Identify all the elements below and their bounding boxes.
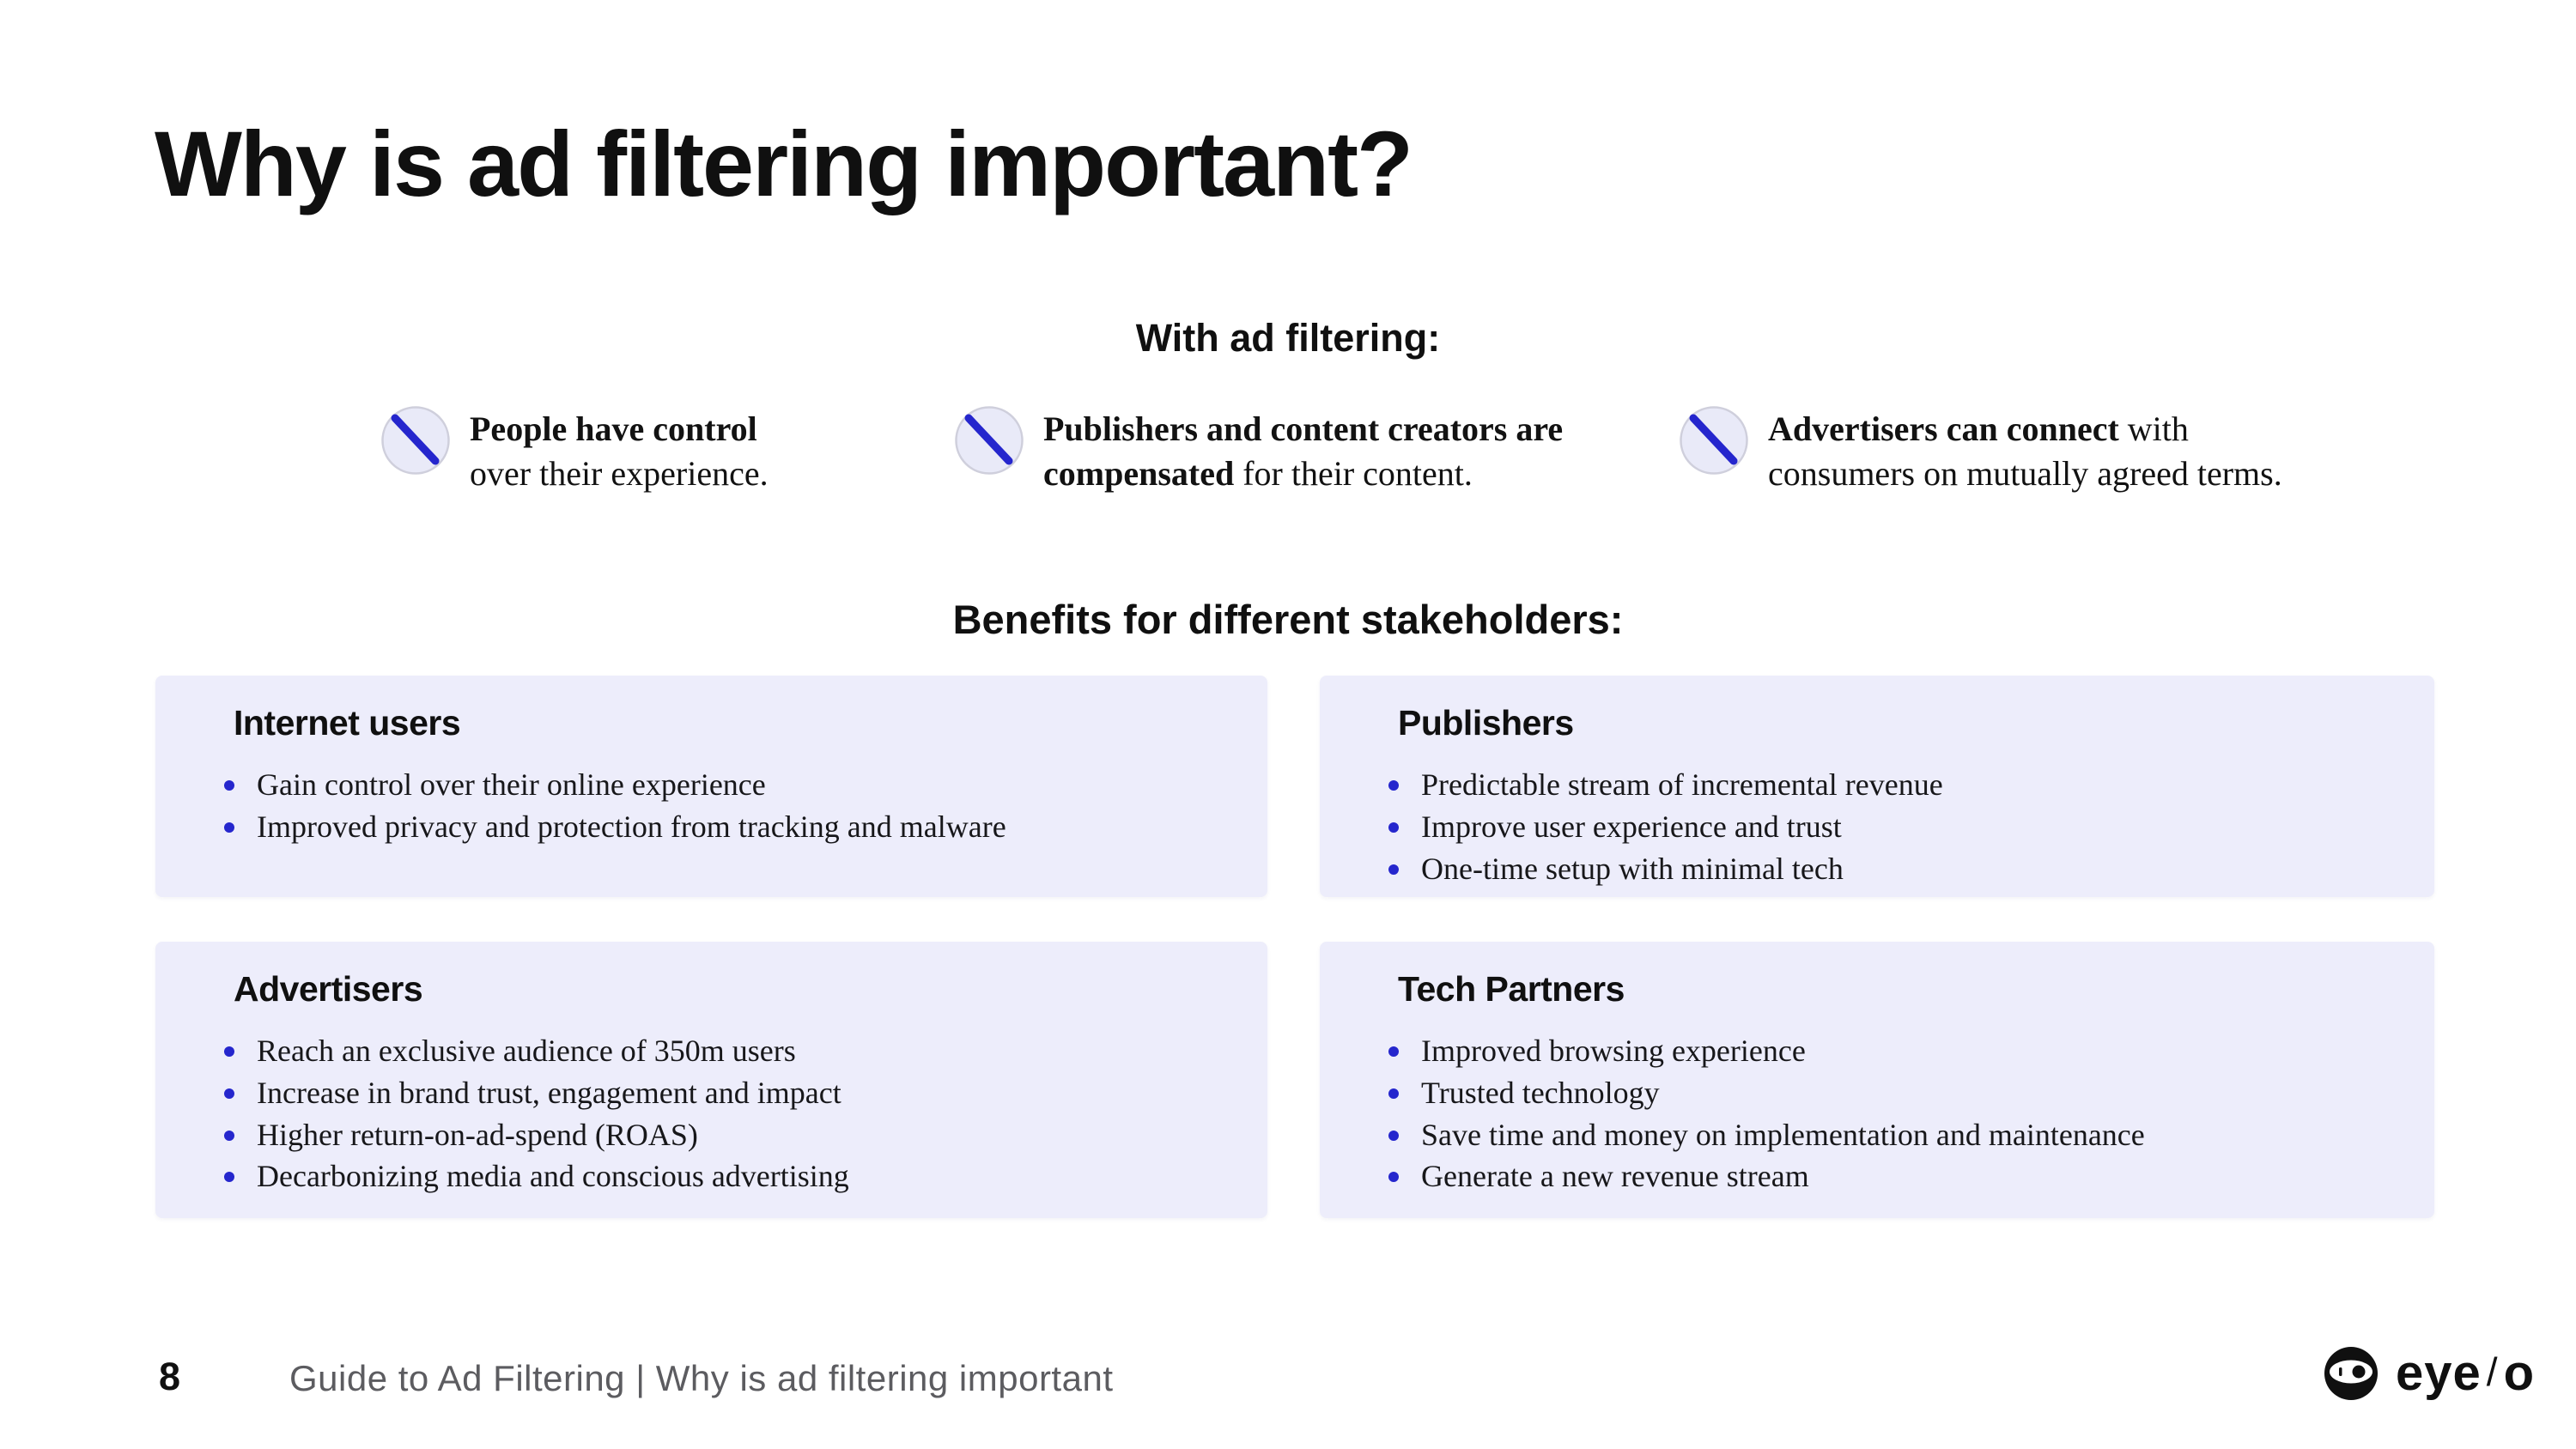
stakeholder-card-advertisers: Advertisers Reach an exclusive audience …: [155, 942, 1267, 1218]
page-number: 8: [159, 1355, 181, 1398]
footer-breadcrumb: Guide to Ad Filtering | Why is ad filter…: [289, 1358, 1114, 1398]
ad-filtering-slash-icon: [380, 405, 451, 476]
bullet-item: Increase in brand trust, engagement and …: [222, 1076, 1267, 1110]
bullet-item: Improve user experience and trust: [1387, 810, 2434, 844]
bullet-item: Generate a new revenue stream: [1387, 1161, 2434, 1193]
feature-text: Advertisers can connect with consumers o…: [1768, 409, 2282, 493]
feature-item-advertisers: Advertisers can connect with consumers o…: [1679, 405, 2282, 496]
stakeholder-card-internet-users: Internet users Gain control over their o…: [155, 676, 1267, 897]
card-title: Tech Partners: [1398, 969, 1625, 1009]
bullet-list: Reach an exclusive audience of 350m user…: [155, 1034, 1267, 1193]
stakeholder-card-publishers: Publishers Predictable stream of increme…: [1320, 676, 2434, 897]
ad-filtering-slash-icon: [1679, 405, 1749, 476]
bullet-item: Trusted technology: [1387, 1076, 2434, 1110]
feature-item-people: People have control over their experienc…: [380, 405, 769, 496]
eyeo-logo: eye/o: [2324, 1344, 2535, 1402]
eyeo-logo-mark-icon: [2324, 1346, 2379, 1401]
bullet-item: Improved browsing experience: [1387, 1034, 2434, 1068]
bullet-list: Improved browsing experience Trusted tec…: [1320, 1034, 2434, 1193]
card-title: Internet users: [234, 703, 461, 743]
bullet-item: Predictable stream of incremental revenu…: [1387, 768, 2434, 802]
bullet-list: Gain control over their online experienc…: [155, 768, 1267, 844]
bullet-item: Decarbonizing media and conscious advert…: [222, 1161, 1267, 1193]
card-title: Publishers: [1398, 703, 1574, 743]
benefits-heading: Benefits for different stakeholders:: [952, 597, 1624, 642]
ad-filtering-slash-icon: [954, 405, 1024, 476]
bullet-item: Higher return-on-ad-spend (ROAS): [222, 1119, 1267, 1152]
bullet-item: Reach an exclusive audience of 350m user…: [222, 1034, 1267, 1068]
bullet-item: Improved privacy and protection from tra…: [222, 810, 1267, 844]
feature-text: People have control over their experienc…: [470, 409, 769, 493]
bullet-item: One-time setup with minimal tech: [1387, 852, 2434, 886]
feature-text: Publishers and content creators are comp…: [1043, 409, 1564, 493]
with-ad-filtering-heading: With ad filtering:: [1135, 316, 1441, 360]
feature-item-publishers: Publishers and content creators are comp…: [954, 405, 1563, 496]
bullet-list: Predictable stream of incremental revenu…: [1320, 768, 2434, 886]
stakeholder-card-tech-partners: Tech Partners Improved browsing experien…: [1320, 942, 2434, 1218]
bullet-item: Save time and money on implementation an…: [1387, 1119, 2434, 1152]
page-title: Why is ad filtering important?: [155, 112, 1413, 215]
eyeo-logo-text: eye/o: [2396, 1345, 2535, 1401]
card-title: Advertisers: [234, 969, 423, 1009]
bullet-item: Gain control over their online experienc…: [222, 768, 1267, 802]
